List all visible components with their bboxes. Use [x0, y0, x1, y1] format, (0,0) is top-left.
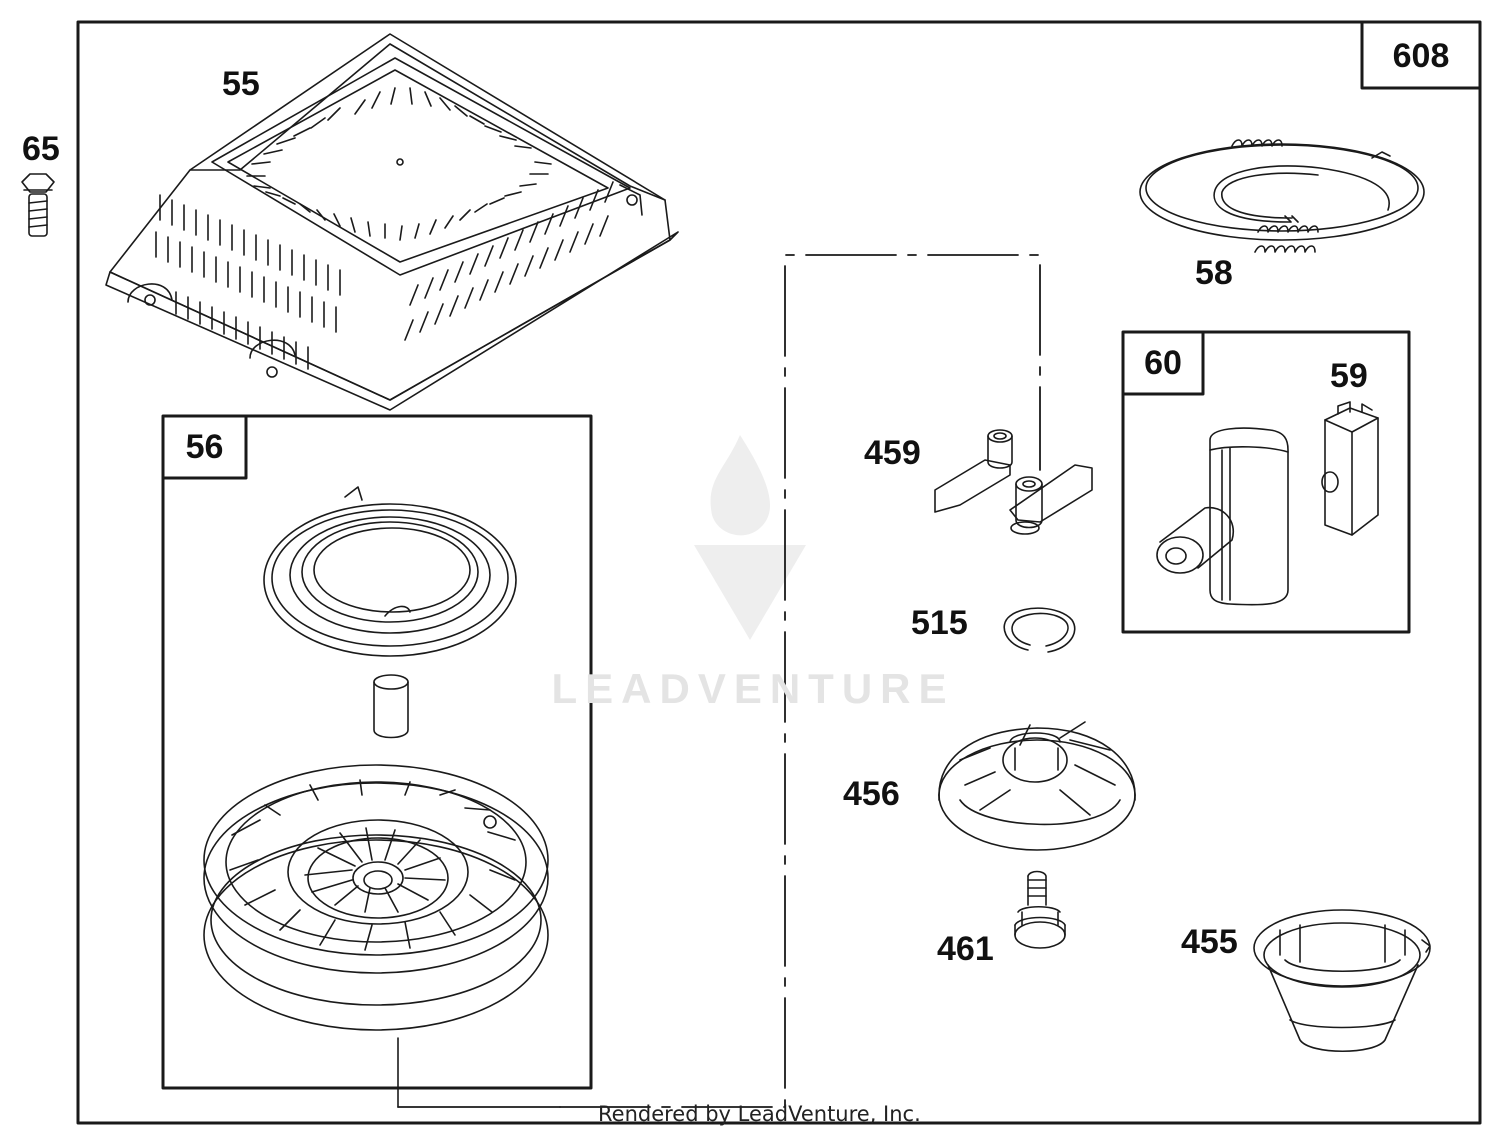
- box-608: [1360, 20, 1482, 90]
- bolt-65: [21, 173, 55, 237]
- outer-frame: [76, 20, 1482, 1125]
- label-part-459: 459: [864, 434, 921, 472]
- screw-461: [1014, 870, 1066, 949]
- label-part-65: 65: [22, 130, 60, 168]
- label-part-455: 455: [1181, 923, 1238, 961]
- handle-insert-59: [1321, 401, 1379, 536]
- starter-rope-58: [1139, 139, 1425, 253]
- box-56-label-frame: [161, 414, 248, 480]
- label-part-58: 58: [1195, 254, 1233, 292]
- label-part-56: 56: [185, 428, 224, 466]
- pulley-56: [203, 764, 549, 1108]
- starter-cup-455: [1253, 909, 1431, 1052]
- pin-56: [373, 674, 409, 739]
- box-60-label-frame: [1121, 330, 1205, 396]
- box-60: [1121, 330, 1411, 634]
- label-part-515: 515: [911, 604, 968, 642]
- leader-line-dashed: [559, 254, 1041, 1108]
- blower-housing-55: [105, 33, 679, 411]
- ratchet-retainer-456: [938, 721, 1136, 851]
- label-part-608: 608: [1392, 37, 1450, 75]
- rendered-by-credit: Rendered by LeadVenture, Inc.: [598, 1102, 921, 1126]
- watermark-text: LEADVENTURE: [551, 665, 955, 712]
- label-part-456: 456: [843, 775, 900, 813]
- retainer-ring-515: [1003, 607, 1076, 653]
- label-part-60: 60: [1144, 344, 1182, 382]
- starter-handle-60: [1156, 427, 1289, 606]
- label-part-59: 59: [1330, 357, 1368, 395]
- label-part-55: 55: [222, 65, 260, 103]
- label-part-461: 461: [937, 930, 994, 968]
- rewind-spring-56: [263, 486, 517, 657]
- watermark-logo: [694, 435, 806, 640]
- ratchet-dogs-459: [934, 429, 1093, 535]
- box-56: [161, 414, 593, 1090]
